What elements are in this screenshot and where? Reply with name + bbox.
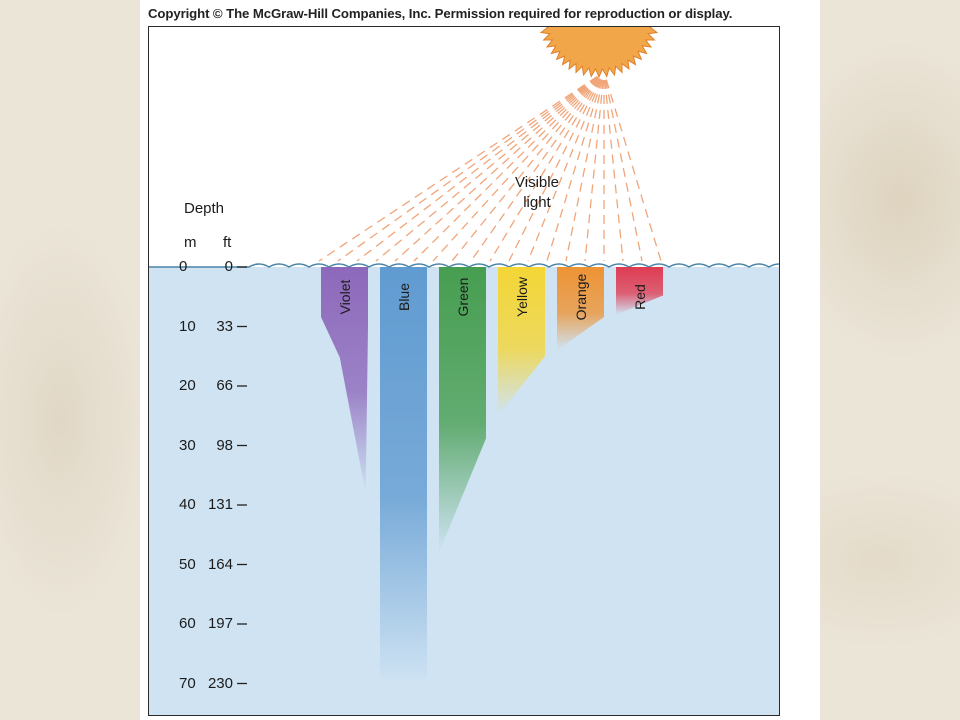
band-label-yellow: Yellow — [513, 277, 530, 317]
depth-ft-value: 0 — [224, 258, 233, 275]
light-ray — [318, 75, 598, 262]
depth-ft-value: 98 — [216, 436, 233, 454]
light-ray — [337, 76, 598, 262]
light-ray — [470, 78, 600, 262]
light-ray — [508, 78, 601, 262]
depth-m-value: 50 — [179, 555, 196, 573]
band-violet — [321, 267, 368, 494]
band-label-red: Red — [631, 284, 648, 310]
light-ray — [413, 77, 599, 262]
depth-axis — [237, 266, 247, 685]
depth-ft-value: 66 — [216, 377, 233, 394]
band-green — [439, 267, 486, 553]
light-ray — [451, 77, 600, 262]
light-ray — [604, 79, 643, 262]
figure-drawing — [149, 27, 779, 715]
depth-ft-value: 131 — [207, 496, 233, 513]
light-ray — [489, 78, 601, 262]
depth-m-value: 60 — [179, 615, 196, 632]
depth-ft-value: 197 — [207, 615, 233, 632]
band-red — [616, 267, 663, 315]
light-ray — [565, 79, 604, 262]
light-ray — [605, 79, 662, 262]
depth-title: Depth — [184, 200, 225, 217]
light-ray — [546, 79, 603, 262]
light-ray — [432, 77, 600, 262]
band-label-orange: Orange — [572, 273, 589, 321]
band-blue — [380, 267, 427, 684]
band-label-blue: Blue — [395, 282, 412, 312]
depth-m-value: 40 — [179, 496, 196, 513]
band-orange — [557, 267, 604, 351]
depth-ft-value: 33 — [216, 317, 233, 335]
depth-ft-value: 164 — [207, 555, 233, 573]
color-bands — [321, 267, 663, 684]
light-ray — [527, 79, 602, 262]
light-ray — [375, 76, 599, 262]
depth-m-value: 20 — [179, 377, 196, 394]
depth-ft-value: 230 — [207, 674, 233, 692]
band-yellow — [498, 267, 545, 416]
light-ray — [394, 76, 599, 262]
depth-m-value: 30 — [179, 436, 196, 454]
copyright-notice: Copyright © The McGraw-Hill Companies, I… — [148, 6, 733, 21]
band-label-green: Green — [454, 277, 471, 317]
sun-icon — [539, 27, 659, 79]
depth-m-value: 0 — [179, 258, 188, 275]
depth-m-value: 70 — [179, 674, 196, 692]
light-ray — [356, 76, 599, 262]
light-ray — [604, 79, 624, 262]
depth-m-value: 10 — [179, 317, 196, 335]
light-rays — [318, 75, 662, 262]
band-label-violet: Violet — [336, 279, 353, 315]
unit-ft-label: ft — [223, 234, 232, 251]
light-ray — [584, 79, 604, 262]
water-surface-wave — [149, 263, 779, 268]
unit-m-label: m — [184, 234, 197, 251]
